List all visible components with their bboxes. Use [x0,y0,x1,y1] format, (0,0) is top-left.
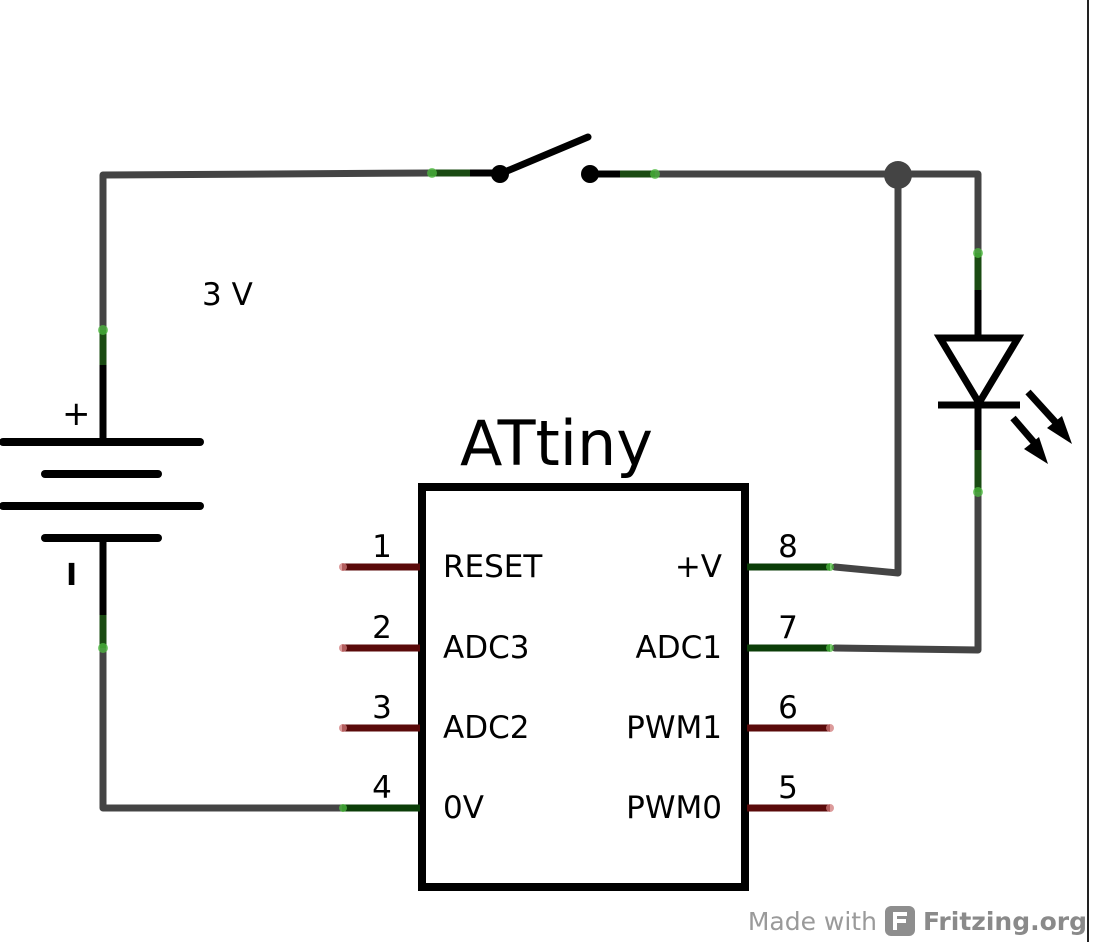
pin-name: ADC1 [636,630,722,666]
wires [99,169,982,812]
pin-number: 8 [778,529,798,565]
pin-name: PWM0 [626,790,722,826]
junction-dot [884,161,912,189]
pin-endpoint [826,644,834,652]
attiny-chip [418,483,749,891]
pin-number: 7 [778,610,798,646]
led-symbol [933,248,1072,497]
wire-battery-to-ground-pin [99,644,347,812]
credit-prefix: Made with [747,906,877,936]
pin-number: 2 [372,610,392,646]
battery-symbol [0,325,204,653]
fritzing-credit: Made with Fritzing.org [748,900,1087,942]
canvas-right-border [1087,0,1089,942]
switch-symbol [427,133,660,183]
pin-name: 0V [443,790,484,826]
chip-body [418,483,749,891]
pin-number: 4 [372,770,392,806]
pin-number: 6 [778,690,798,726]
credit-brand: Fritzing.org [922,906,1087,936]
pin-endpoint [339,563,347,571]
wire-junction-to-led [894,170,982,257]
wire-led-to-adc1-pin [831,488,982,654]
pin-endpoint [339,804,347,812]
wire-junction-to-vcc-pin [831,170,902,577]
pin-name: PWM1 [626,710,722,746]
pin-name: ADC2 [443,710,529,746]
pin-endpoint [339,724,347,732]
chip-title: ATtiny [460,407,653,480]
wire-battery-to-switch [99,169,434,334]
pin-number: 1 [372,529,392,565]
battery-minus-label: I [66,558,77,593]
pin-endpoint [826,724,834,732]
fritzing-logo-icon [884,906,915,936]
battery-plus-label: + [62,394,91,434]
pin-endpoint [826,563,834,571]
led-light-arrows [1010,389,1072,464]
pin-endpoint [339,644,347,652]
pin-endpoint [826,804,834,812]
pin-number: 3 [372,690,392,726]
pin-name: RESET [443,549,543,585]
chip-pin-left: 4 0V [339,770,484,826]
pin-name: +V [675,549,722,585]
chip-pin-right: 8 +V [675,529,834,585]
pin-name: ADC3 [443,630,529,666]
battery-voltage-label: 3 V [202,277,253,313]
pin-number: 5 [778,770,798,806]
